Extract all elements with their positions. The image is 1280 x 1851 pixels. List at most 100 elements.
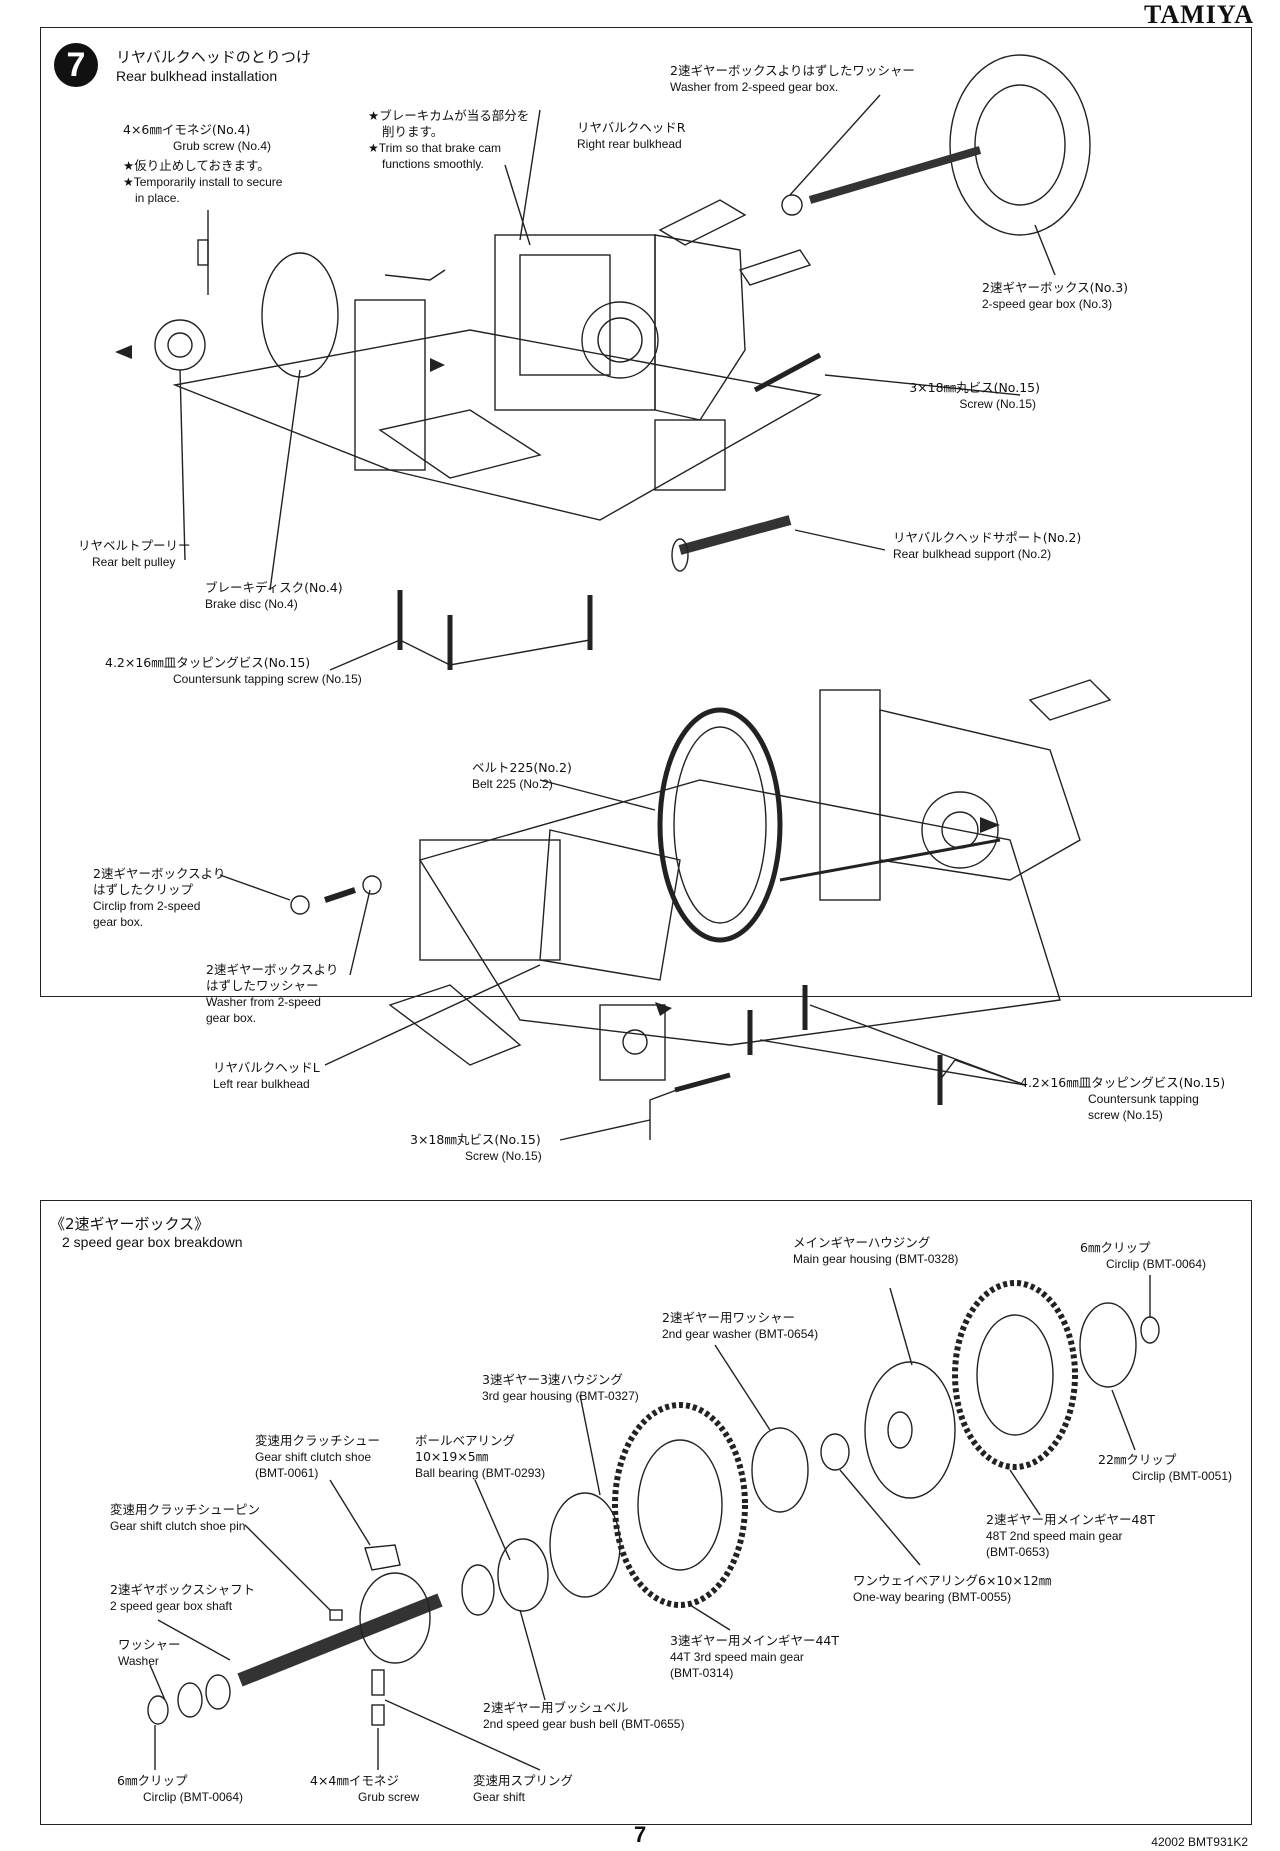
label-brake-disc-jp: ブレーキディスク(No.4) (205, 580, 343, 595)
label-temp-install-en1: ★Temporarily install to secure (123, 175, 283, 189)
label-washer-top-en: Washer from 2-speed gear box. (670, 80, 839, 94)
page-number: 7 (634, 1822, 647, 1847)
label-main-gear-44-en2: (BMT-0314) (670, 1666, 734, 1680)
label-clutch-pin-jp: 変速用クラッチシューピン (110, 1502, 261, 1517)
label-main-gear-48-en2: (BMT-0653) (986, 1545, 1050, 1559)
label-circlip-jp2: はずしたクリップ (93, 882, 194, 897)
label-main-gear-44-en1: 44T 3rd speed main gear (670, 1650, 804, 1664)
label-gearbox-en: 2-speed gear box (No.3) (982, 297, 1113, 311)
label-screw-top-jp: 3×18㎜丸ビス(No.15) (909, 380, 1040, 395)
label-circlip22: 22㎜クリップ Circlip (BMT-0051) (1098, 1452, 1232, 1484)
label-washer-mid-jp1: 2速ギヤーボックスより (206, 962, 339, 977)
label-tapping-bottom-jp: 4.2×16㎜皿タッピングビス(No.15) (1020, 1075, 1226, 1090)
brand-logo: TAMIYA (1143, 0, 1254, 29)
label-support: リヤバルクヘッドサポート(No.2) Rear bulkhead support… (893, 530, 1081, 562)
label-circlip6-bottom-jp: 6㎜クリップ (117, 1773, 188, 1788)
label-main-gear-44-jp: 3速ギヤー用メインギヤー44T (670, 1633, 839, 1648)
label-clutch-shoe-jp: 変速用クラッチシュー (255, 1433, 381, 1448)
label-main-gear-48-en1: 48T 2nd speed main gear (986, 1529, 1123, 1543)
label-clutch-pin: 変速用クラッチシューピン Gear shift clutch shoe pin (110, 1502, 260, 1534)
label-grub-en: Grub screw (358, 1790, 420, 1804)
label-clutch-pin-en: Gear shift clutch shoe pin (110, 1519, 246, 1533)
breakdown-title-jp: 《2速ギヤーボックス》 (50, 1215, 210, 1233)
label-bush-bell-jp: 2速ギヤー用ブッシュベル (483, 1700, 629, 1715)
label-clutch-shoe-en2: (BMT-0061) (255, 1466, 319, 1480)
label-grub-screw: 4×6㎜イモネジ(No.4) Grub screw (No.4) (123, 122, 271, 154)
label-main-housing: メインギヤーハウジング Main gear housing (BMT-0328) (793, 1235, 958, 1267)
label-ball-bearing-jp2: 10×19×5㎜ (415, 1449, 489, 1464)
label-brake-disc-en: Brake disc (No.4) (205, 597, 298, 611)
label-spring-jp: 変速用スプリング (473, 1773, 574, 1788)
label-washer-bd: ワッシャー Washer (118, 1637, 181, 1669)
label-circlip6-bottom: 6㎜クリップ Circlip (BMT-0064) (117, 1773, 243, 1805)
label-ball-bearing-jp1: ボールベアリング (415, 1433, 516, 1448)
label-main-housing-en: Main gear housing (BMT-0328) (793, 1252, 959, 1266)
label-trim-en1: ★Trim so that brake cam (368, 141, 502, 155)
label-ball-bearing: ボールベアリング 10×19×5㎜ Ball bearing (BMT-0293… (415, 1433, 545, 1481)
label-temp-install: ★仮り止めしておきます。 ★Temporarily install to sec… (123, 158, 282, 206)
label-washer-2nd-jp: 2速ギヤー用ワッシャー (662, 1310, 795, 1325)
label-circlip6-top-en: Circlip (BMT-0064) (1106, 1257, 1207, 1271)
label-washer-mid: 2速ギヤーボックスより はずしたワッシャー Washer from 2-spee… (206, 962, 338, 1026)
label-oneway-en: One-way bearing (BMT-0055) (853, 1590, 1012, 1604)
label-trim-jp2: 削ります。 (382, 124, 444, 139)
label-left-bulkhead-en: Left rear bulkhead (213, 1077, 310, 1091)
label-pulley-jp: リヤベルトプーリー (78, 538, 191, 553)
label-gearbox: 2速ギヤーボックス(No.3) 2-speed gear box (No.3) (982, 280, 1128, 312)
label-belt-jp: ベルト225(No.2) (472, 760, 572, 775)
label-main-gear-44: 3速ギヤー用メインギヤー44T 44T 3rd speed main gear … (670, 1633, 839, 1681)
label-main-housing-jp: メインギヤーハウジング (793, 1235, 931, 1250)
label-washer-2nd: 2速ギヤー用ワッシャー 2nd gear washer (BMT-0654) (662, 1310, 818, 1342)
label-spring-en: Gear shift (473, 1790, 526, 1804)
label-screw-bottom-en: Screw (No.15) (465, 1149, 542, 1163)
label-screw-bottom-jp: 3×18㎜丸ビス(No.15) (410, 1132, 541, 1147)
label-bush-bell-en: 2nd speed gear bush bell (BMT-0655) (483, 1717, 685, 1731)
label-tapping-bottom: 4.2×16㎜皿タッピングビス(No.15) Countersunk tappi… (1020, 1075, 1225, 1123)
label-grub-screw-en: Grub screw (No.4) (173, 139, 272, 153)
label-tapping-top: 4.2×16㎜皿タッピングビス(No.15) Countersunk tappi… (105, 655, 362, 687)
label-grub: 4×4㎜イモネジ Grub screw (310, 1773, 419, 1805)
label-trim-en2: functions smoothly. (382, 157, 484, 171)
label-pulley: リヤベルトプーリー Rear belt pulley (78, 538, 191, 570)
step-number-badge: 7 (54, 43, 98, 87)
label-circlip6-top-jp: 6㎜クリップ (1080, 1240, 1151, 1255)
label-clutch-shoe-en1: Gear shift clutch shoe (255, 1450, 372, 1464)
label-tapping-bottom-en2: screw (No.15) (1088, 1108, 1163, 1122)
label-washer-2nd-en: 2nd gear washer (BMT-0654) (662, 1327, 819, 1341)
label-left-bulkhead-jp: リヤバルクヘッドL (213, 1060, 320, 1075)
label-temp-install-en2: in place. (135, 191, 180, 205)
label-tapping-top-en: Countersunk tapping screw (No.15) (173, 672, 362, 686)
label-circlip6-bottom-en: Circlip (BMT-0064) (143, 1790, 244, 1804)
label-grub-jp: 4×4㎜イモネジ (310, 1773, 399, 1788)
label-washer-mid-en1: Washer from 2-speed (206, 995, 321, 1009)
label-circlip-en1: Circlip from 2-speed (93, 899, 201, 913)
label-circlip22-jp: 22㎜クリップ (1098, 1452, 1177, 1467)
label-shaft-en: 2 speed gear box shaft (110, 1599, 233, 1613)
label-housing-3rd-en: 3rd gear housing (BMT-0327) (482, 1389, 639, 1403)
label-shaft-jp: 2速ギヤボックスシャフト (110, 1582, 256, 1597)
label-housing-3rd-jp: 3速ギヤー3速ハウジング (482, 1372, 623, 1387)
step7-title-en: Rear bulkhead installation (116, 68, 278, 84)
label-bush-bell: 2速ギヤー用ブッシュベル 2nd speed gear bush bell (B… (483, 1700, 684, 1732)
label-ball-bearing-en: Ball bearing (BMT-0293) (415, 1466, 546, 1480)
label-right-bulkhead-jp: リヤバルクヘッドR (577, 120, 686, 135)
label-spring: 変速用スプリング Gear shift (473, 1773, 573, 1805)
label-support-en: Rear bulkhead support (No.2) (893, 547, 1052, 561)
label-brake-disc: ブレーキディスク(No.4) Brake disc (No.4) (205, 580, 343, 612)
label-left-bulkhead: リヤバルクヘッドL Left rear bulkhead (213, 1060, 320, 1092)
label-support-jp: リヤバルクヘッドサポート(No.2) (893, 530, 1082, 545)
label-circlip22-en: Circlip (BMT-0051) (1132, 1469, 1233, 1483)
label-oneway: ワンウェイベアリング6×10×12㎜ One-way bearing (BMT-… (853, 1573, 1051, 1605)
step7-panel (40, 27, 1252, 997)
label-gearbox-jp: 2速ギヤーボックス(No.3) (982, 280, 1129, 295)
label-washer-mid-jp2: はずしたワッシャー (206, 978, 319, 993)
label-right-bulkhead: リヤバルクヘッドR Right rear bulkhead (577, 120, 685, 152)
label-belt-en: Belt 225 (No.2) (472, 777, 553, 791)
doc-code: 42002 BMT931K2 (1151, 1835, 1248, 1849)
label-screw-bottom: 3×18㎜丸ビス(No.15) Screw (No.15) (410, 1132, 542, 1164)
label-trim-jp1: ★ブレーキカムが当る部分を (368, 108, 530, 123)
step7-title-jp: リヤバルクヘッドのとりつけ (116, 48, 311, 66)
label-grub-screw-jp: 4×6㎜イモネジ(No.4) (123, 122, 251, 137)
label-housing-3rd: 3速ギヤー3速ハウジング 3rd gear housing (BMT-0327) (482, 1372, 639, 1404)
